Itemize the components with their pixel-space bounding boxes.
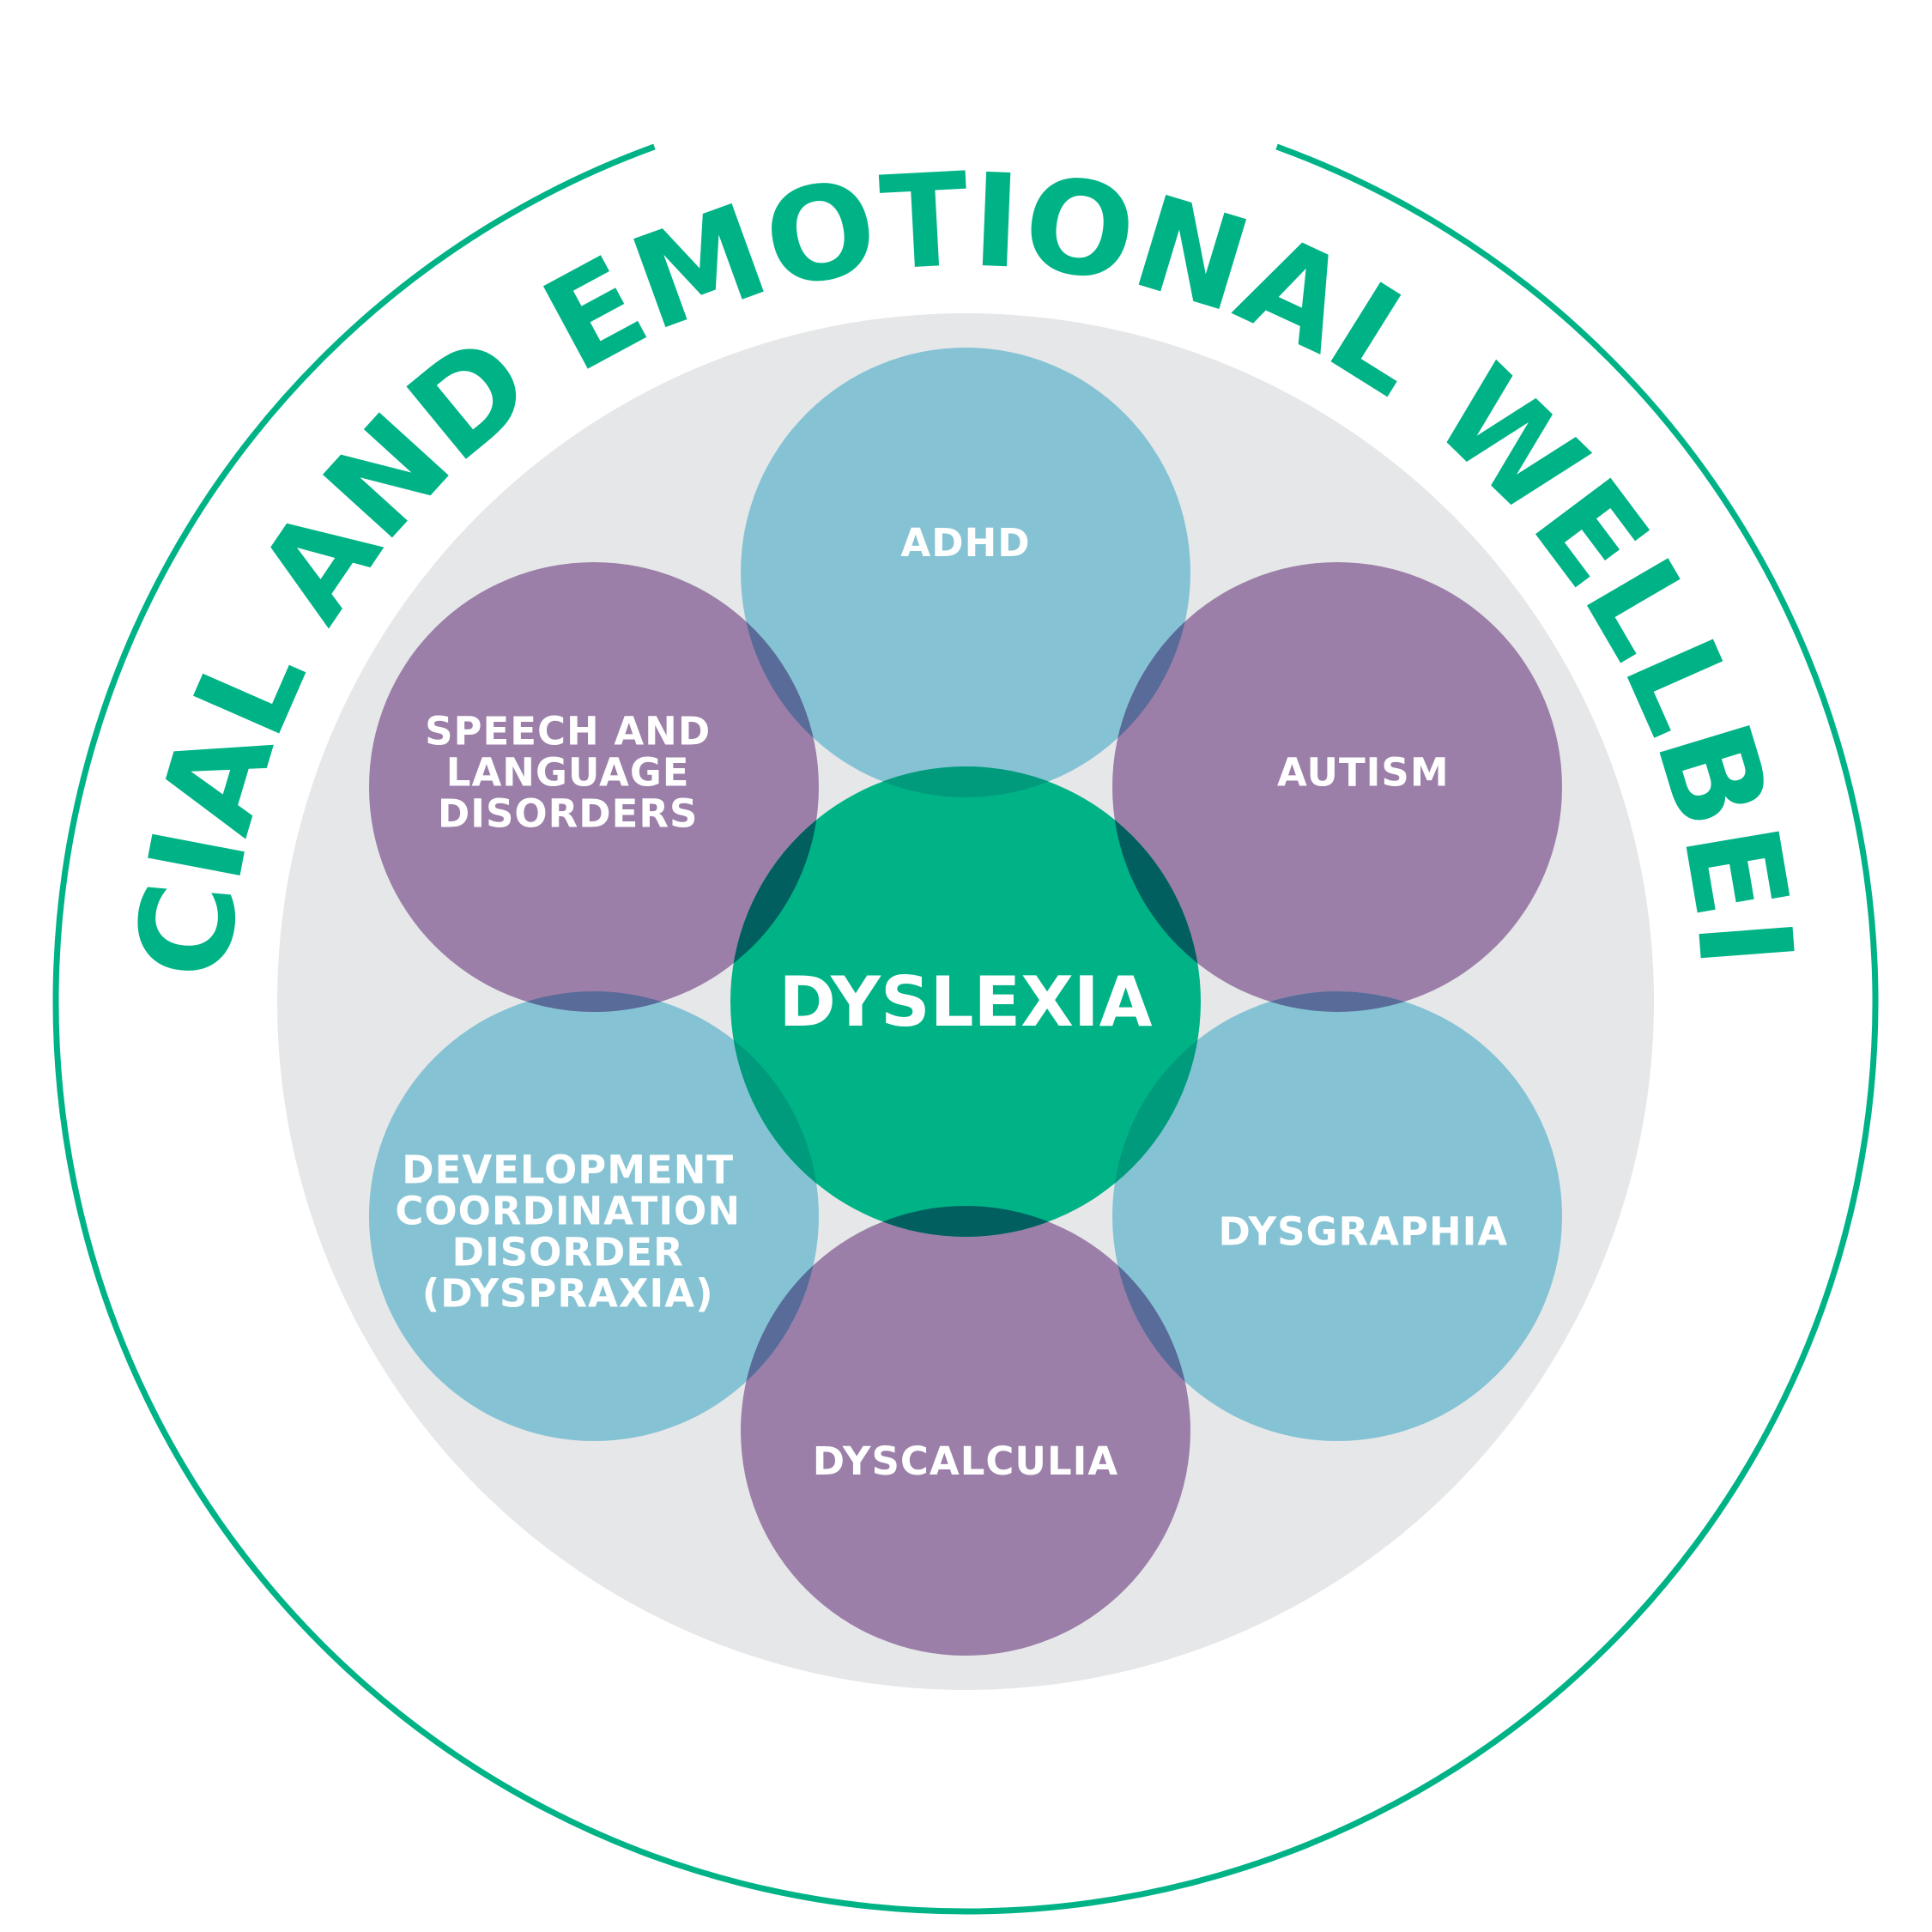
label-line: DYSGRAPHIA	[1218, 1209, 1508, 1255]
satellite-circle-dysgraphia	[1112, 991, 1563, 1441]
label-line: AUTISM	[1277, 750, 1450, 796]
overlap-adhd-autism	[1117, 621, 1185, 738]
label-line: COORDINATION	[395, 1189, 741, 1234]
label-line: ADHD	[900, 520, 1030, 566]
satellite-circle-speech	[368, 562, 819, 1012]
label-adhd: ADHD	[900, 520, 1030, 566]
label-line: DISORDER	[452, 1230, 684, 1275]
label-line: DEVELOPMENT	[402, 1148, 734, 1193]
satellite-circle-dyscalculia	[741, 1206, 1190, 1656]
satellite-labels: ADHD AUTISM DYSGRAPHIA DYSCALCULIA DEVELOPME…	[395, 520, 1508, 1484]
overlap-dyspraxia-speech	[526, 990, 662, 1012]
overlap-autism-dysgraphia	[1269, 990, 1405, 1012]
overlap-speech-adhd	[746, 621, 814, 738]
satellite-circle-dyspraxia	[368, 991, 819, 1441]
overlap-dyscalculia-dyspraxia	[746, 1265, 814, 1382]
satellite-circle-adhd	[741, 348, 1190, 797]
satellite-overlaps	[526, 621, 1405, 1382]
label-autism: AUTISM	[1277, 750, 1450, 796]
center-label: DYSLEXIA	[778, 962, 1152, 1042]
satellite-circle-autism	[1112, 562, 1563, 1012]
center-circle-dyslexia	[730, 766, 1201, 1237]
label-line: DYSCALCULIA	[813, 1438, 1118, 1484]
label-line: SPEECH AND	[425, 709, 711, 754]
satellite-circles	[368, 348, 1563, 1656]
label-dysgraphia: DYSGRAPHIA	[1218, 1209, 1508, 1255]
label-line: (DYSPRAXIA)	[422, 1271, 714, 1317]
outer-ring	[52, 143, 1879, 1915]
label-line: LANGUAGE	[446, 750, 690, 796]
label-line: DISORDERS	[438, 791, 699, 837]
overlap-dysgraphia-dyscalculia	[1117, 1265, 1185, 1382]
label-dyscalculia: DYSCALCULIA	[813, 1438, 1118, 1484]
